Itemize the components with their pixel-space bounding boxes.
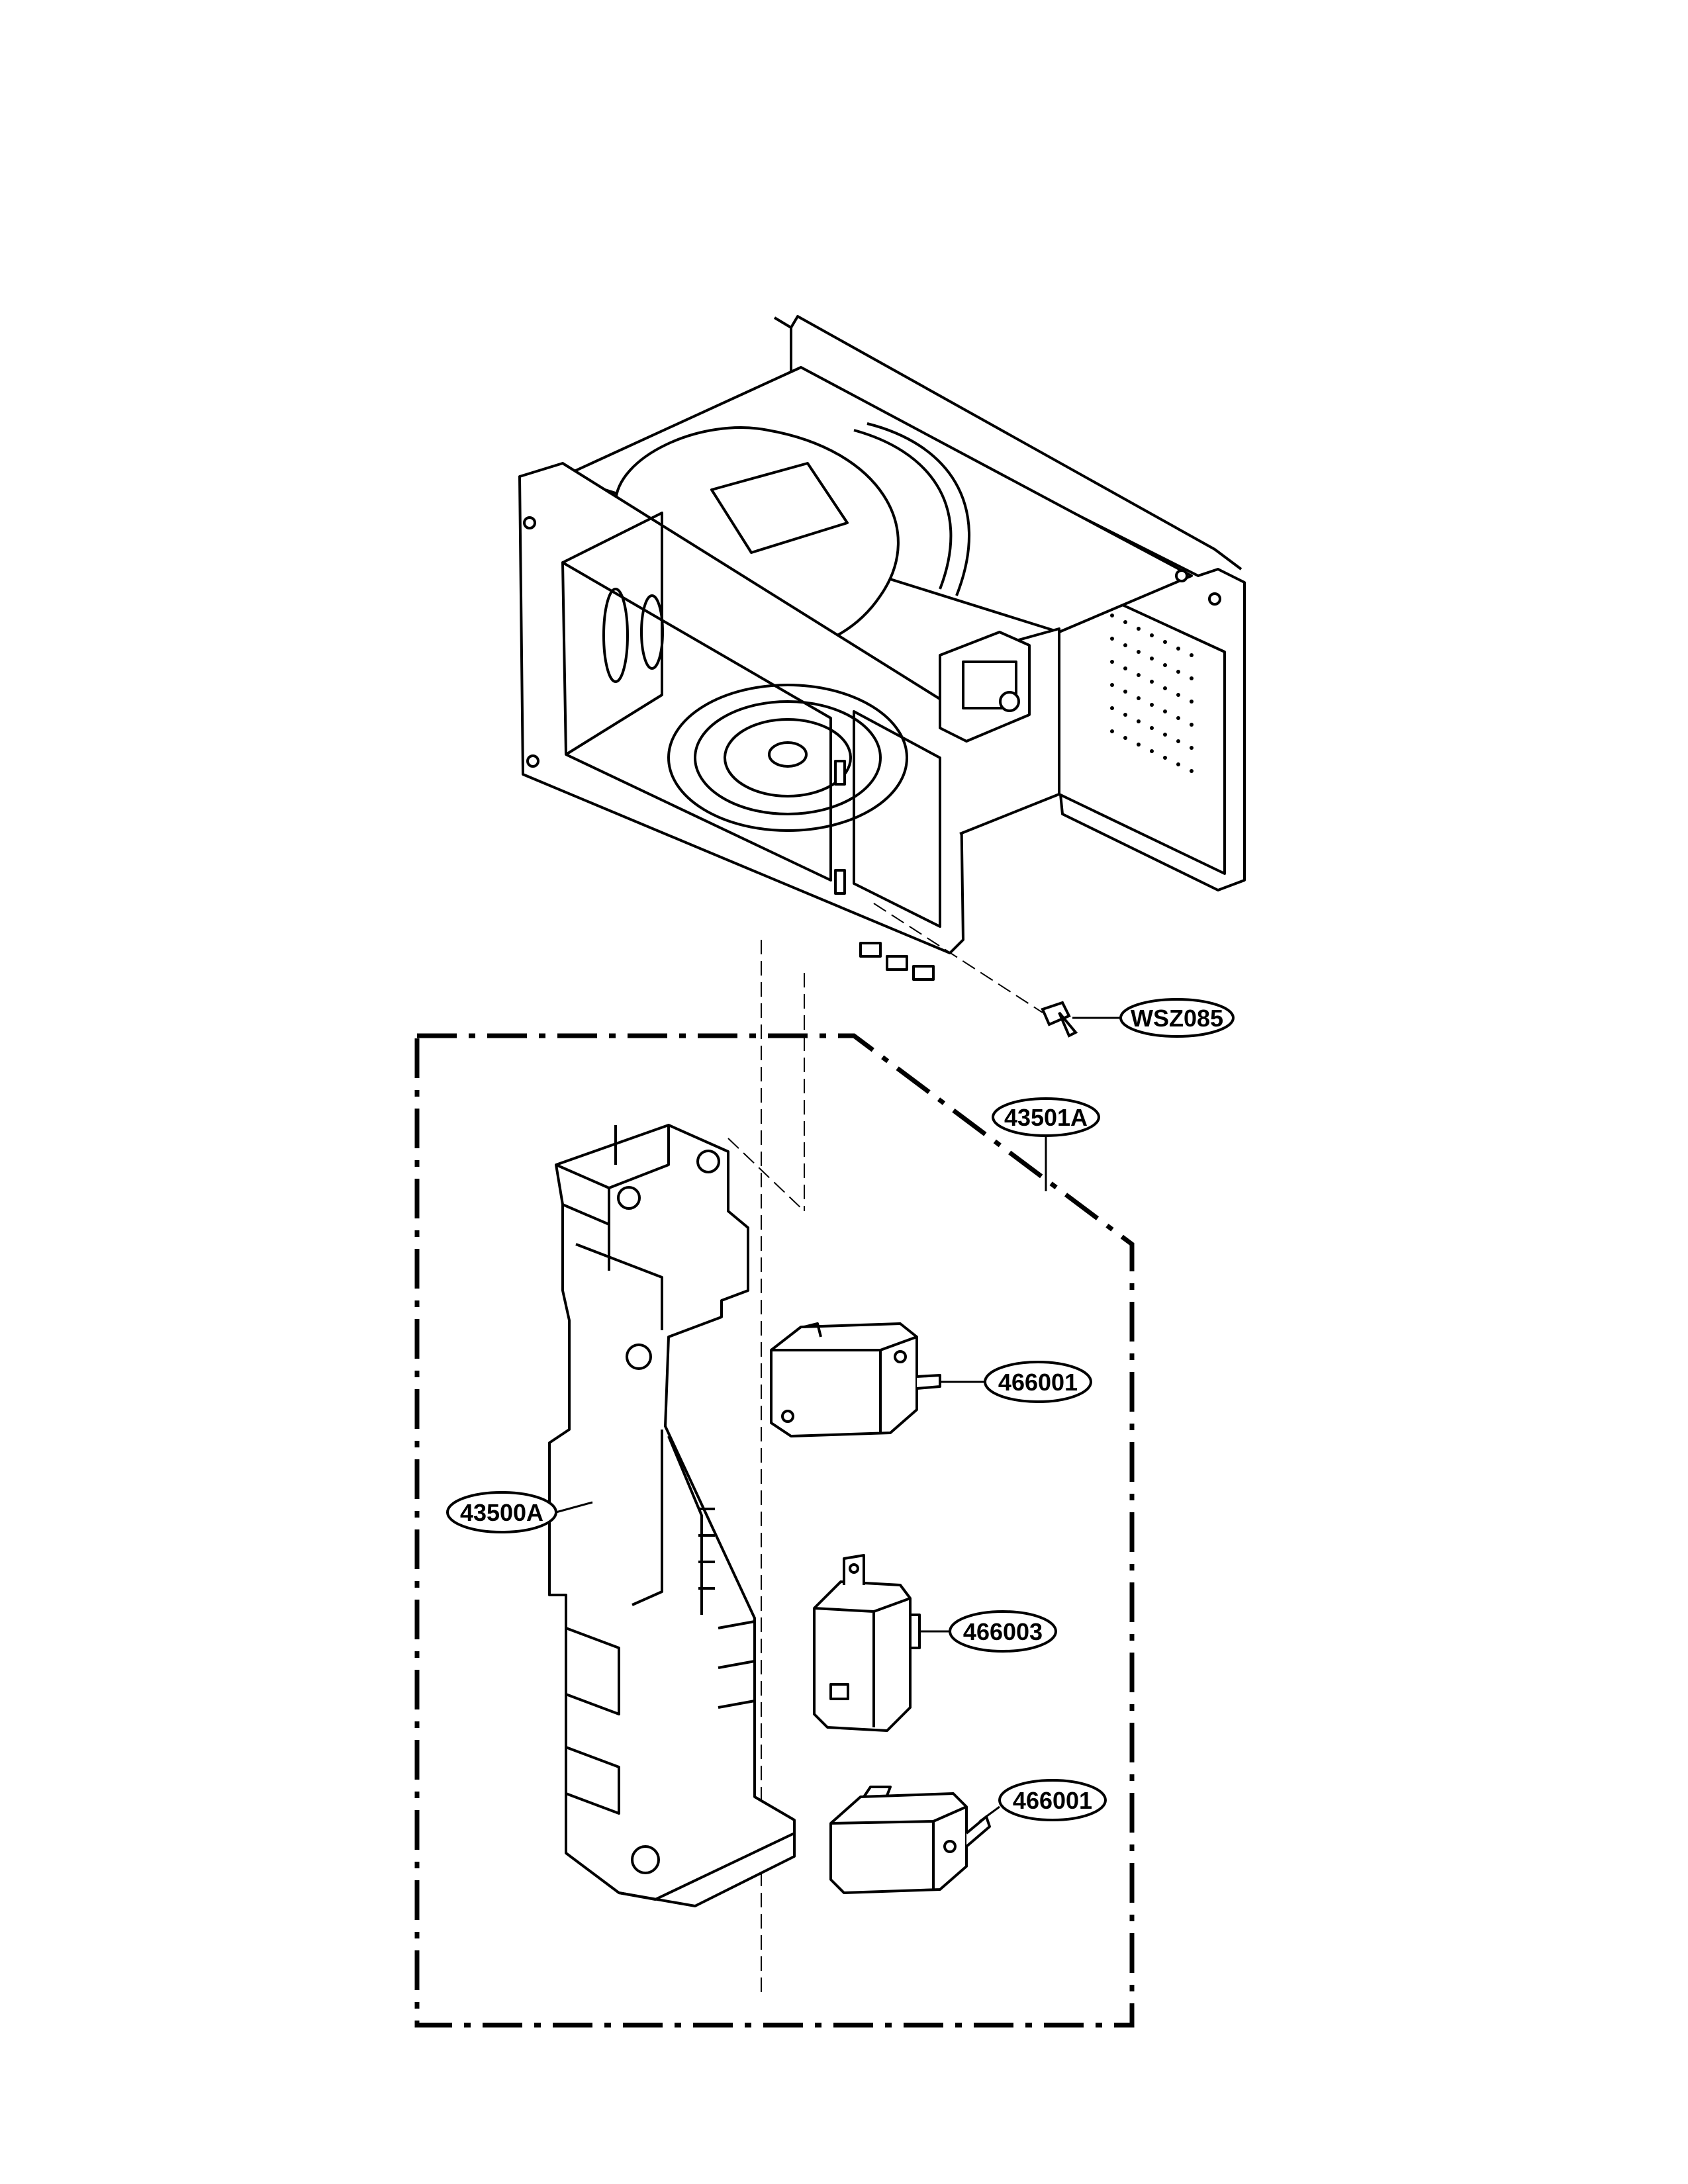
callout-43501a: 43501A [992,1097,1100,1137]
callout-wsz085: WSZ085 [1119,998,1235,1038]
callout-43500a: 43500A [446,1491,557,1533]
latch-board-part [548,1124,796,1907]
callout-label: 466001 [1013,1787,1092,1814]
assembly-boundary [414,1033,1135,2028]
callout-label: WSZ085 [1131,1005,1223,1032]
vent-grid [1110,614,1194,773]
callout-label: 466001 [998,1369,1078,1396]
callout-label: 43501A [1004,1104,1088,1131]
callout-466001-upper: 466001 [984,1361,1092,1403]
switch-lower-part [829,1786,991,1894]
leader-lines [555,1017,1122,1823]
callout-466001-lower: 466001 [998,1779,1107,1821]
screw-part [1041,1001,1078,1038]
switch-middle-part [813,1554,921,1732]
callout-466003: 466003 [949,1610,1057,1653]
callout-label: 466003 [963,1618,1043,1645]
microwave-cavity [518,315,1246,981]
switch-upper-part [770,1322,941,1437]
callout-label: 43500A [460,1499,543,1526]
